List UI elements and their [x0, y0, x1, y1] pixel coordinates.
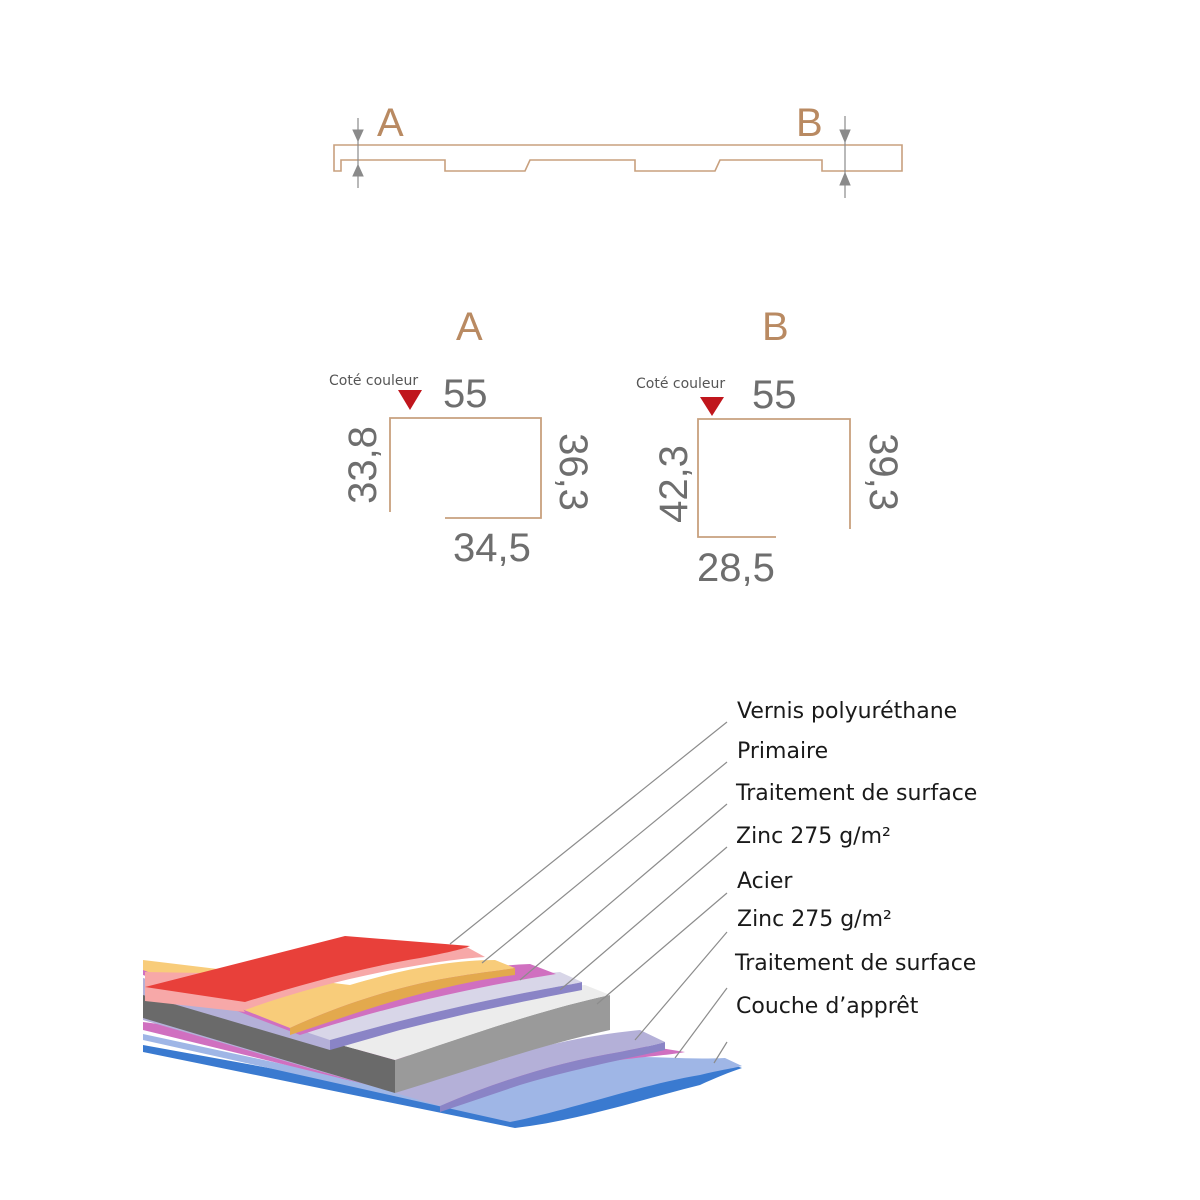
leader-lines-lower	[634, 931, 728, 1064]
profile-label-a: A	[377, 101, 404, 145]
color-side-marker-icon	[398, 390, 422, 410]
layer-label: Couche d’apprêt	[736, 994, 919, 1019]
dimension-b-arrows-icon	[839, 116, 851, 198]
panel-profile: A B	[333, 101, 903, 198]
layer-steel-side	[395, 995, 610, 1093]
coating-layers-illustration	[143, 721, 742, 1128]
section-a-shape	[389, 417, 542, 519]
section-b-dim-bottom: 28,5	[697, 546, 775, 590]
layer-label: Primaire	[737, 739, 828, 764]
layer-label: Traitement de surface	[734, 951, 976, 976]
layer-bottom-zinc-edge	[440, 1042, 665, 1112]
section-a: A Coté couleur 55 33,8 36,3 34,5	[329, 305, 595, 570]
section-b: B Coté couleur 55 42,3 39,3 28,5	[636, 305, 905, 590]
section-a-dim-top: 55	[443, 372, 488, 416]
section-b-dim-right: 39,3	[861, 433, 905, 511]
layer-varnish-front	[145, 987, 245, 1012]
layer-primaire-edge	[290, 968, 515, 1035]
section-a-title: A	[456, 305, 483, 349]
layer-label: Zinc 275 g/m²	[736, 824, 891, 849]
profile-label-b: B	[796, 101, 823, 145]
leader-lines	[449, 721, 728, 1005]
color-side-marker-icon	[700, 397, 724, 416]
section-a-dim-right: 36,3	[551, 433, 595, 511]
layer-label: Vernis polyuréthane	[737, 699, 957, 724]
layer-label: Acier	[737, 869, 793, 894]
section-b-dim-top: 55	[752, 373, 797, 417]
layer-steel-front	[143, 990, 395, 1093]
layer-primer-coat	[143, 1034, 742, 1122]
layer-label: Traitement de surface	[735, 781, 977, 806]
layer-base-blue	[143, 1045, 742, 1128]
section-b-title: B	[762, 305, 789, 349]
section-b-dim-left: 42,3	[652, 445, 696, 523]
section-b-color-side-label: Coté couleur	[636, 376, 725, 392]
layer-labels: Vernis polyuréthane Primaire Traitement …	[734, 699, 977, 1019]
layer-color-top	[145, 936, 470, 1002]
layer-top-zinc-edge	[330, 982, 582, 1050]
dimension-a-arrows-icon	[352, 118, 364, 188]
layer-label: Zinc 275 g/m²	[737, 907, 892, 932]
section-a-color-side-label: Coté couleur	[329, 373, 418, 389]
section-a-dim-bottom: 34,5	[453, 526, 531, 570]
section-a-dim-left: 33,8	[341, 426, 385, 504]
profile-outline	[333, 144, 903, 172]
section-b-shape	[697, 418, 851, 538]
